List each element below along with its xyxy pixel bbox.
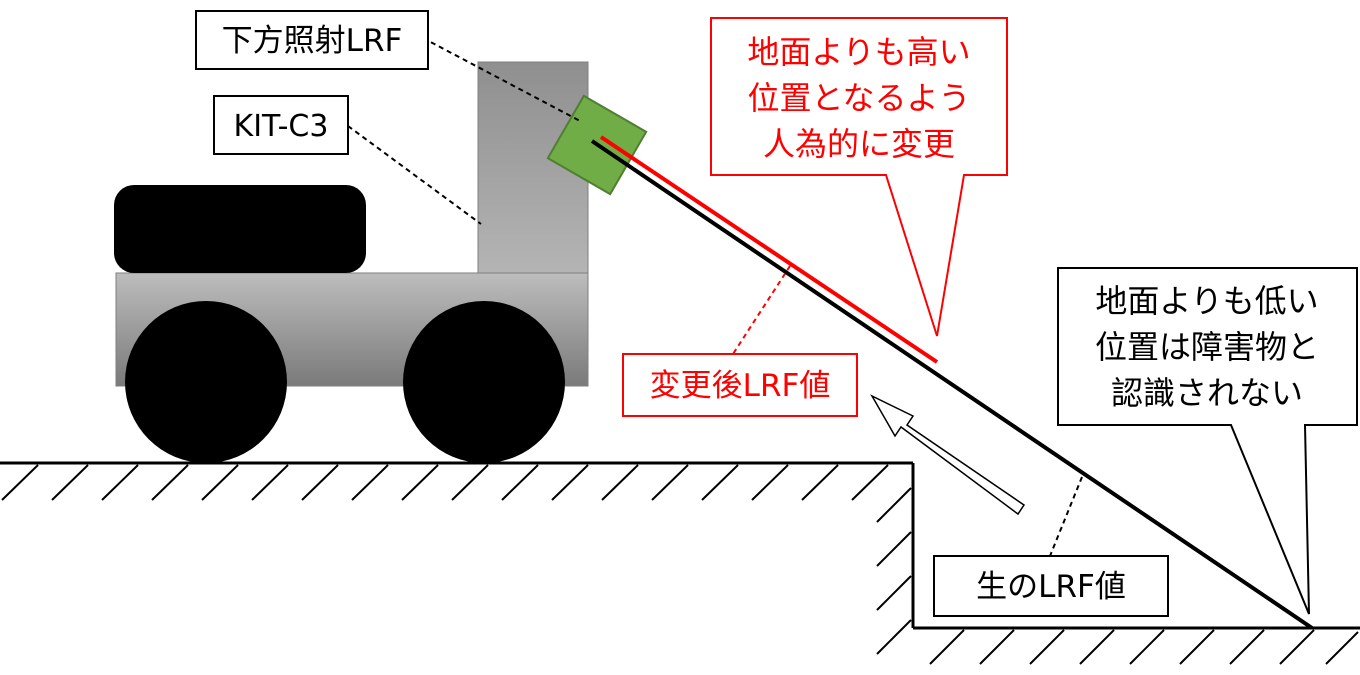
robot-battery-block (114, 185, 366, 273)
robot-label: KIT-C3 (213, 95, 349, 155)
modified-value-label: 変更後LRF値 (622, 353, 858, 417)
ground-upper-hatch (1, 464, 889, 501)
raw-value-leader (1049, 476, 1083, 557)
low-note-callout: 地面よりも低い 位置は障害物と 認識されない (1057, 267, 1358, 615)
sensor-label: 下方照射LRF (195, 10, 429, 70)
low-note-line-3: 認識されない (1111, 374, 1303, 412)
modified-note-callout: 地面よりも高い 位置となるよう 人為的に変更 (710, 17, 1008, 337)
low-note-bubble (1057, 267, 1358, 615)
modified-note-line-3: 人為的に変更 (763, 125, 955, 163)
sensor-leader (422, 37, 583, 123)
ground (0, 461, 1360, 665)
robot-label-text: KIT-C3 (234, 109, 329, 144)
modified-lrf-line (599, 135, 939, 364)
low-note-line-2: 位置は障害物と (1095, 328, 1319, 366)
robot-leader (347, 125, 482, 225)
modified-note-bubble (710, 17, 1008, 337)
modified-note-line-1: 地面よりも高い (747, 33, 970, 71)
low-note-line-1: 地面よりも低い (1095, 282, 1318, 320)
ground-wall-hatch (876, 487, 912, 655)
robot-front-wheel (403, 301, 565, 463)
robot-rear-wheel (125, 301, 287, 463)
raw-lrf-line (590, 139, 1314, 630)
modified-value-leader (732, 265, 791, 355)
ground-lower-hatch (929, 629, 1359, 665)
sensor-label-text: 下方照射LRF (222, 23, 403, 59)
raw-value-text: 生のLRF値 (976, 569, 1126, 605)
raw-value-label: 生のLRF値 (933, 555, 1169, 617)
modified-note-line-2: 位置となるよう (747, 79, 970, 117)
modified-value-text: 変更後LRF値 (650, 368, 831, 404)
robot (114, 61, 648, 463)
direction-arrow (870, 394, 1026, 516)
